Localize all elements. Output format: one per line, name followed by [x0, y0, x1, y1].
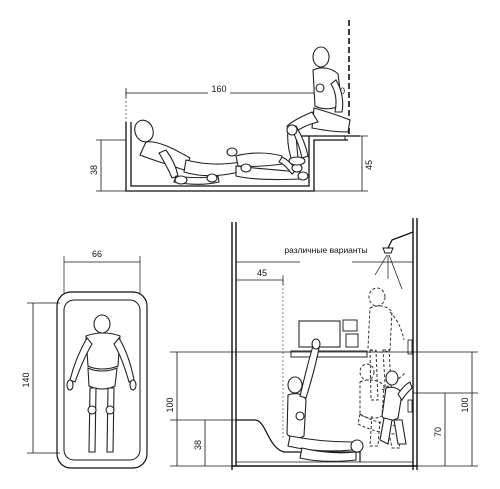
dim-45-seat: 45 [300, 135, 374, 192]
plan-figure [66, 314, 137, 453]
variants-section: различные варианты 45 100 38 70 100 [165, 218, 478, 470]
dim-160: 160 [125, 83, 321, 122]
dim-label-45-seat: 45 [364, 160, 374, 170]
dim-label-45-wall: 45 [257, 268, 267, 278]
seated-figure [286, 46, 351, 166]
shower-head-icon [387, 231, 414, 249]
plan-tub-inner [63, 299, 141, 461]
dim-label-100-left: 100 [165, 397, 175, 412]
plan-tub-outer [56, 291, 148, 469]
plan-view-bath-section: 66 140 [21, 249, 148, 469]
caption-variants: различные варианты [284, 245, 367, 255]
dim-label-38-left: 38 [193, 440, 203, 450]
reclining-figure [134, 119, 309, 185]
dim-label-66: 66 [92, 249, 102, 259]
bath-curve [236, 419, 361, 462]
kneeling-figure [379, 370, 413, 445]
dim-label-140: 140 [21, 372, 31, 387]
dim-label-100-right: 100 [460, 397, 470, 412]
seated-reaching-figure [286, 338, 364, 462]
side-view-bath-section: 160 38 45 30 [89, 20, 374, 192]
dim-label-160: 160 [211, 84, 226, 94]
dim-38-top: 38 [89, 139, 126, 192]
dim-label-38-top: 38 [89, 165, 99, 175]
dim-label-70-right: 70 [433, 427, 443, 437]
